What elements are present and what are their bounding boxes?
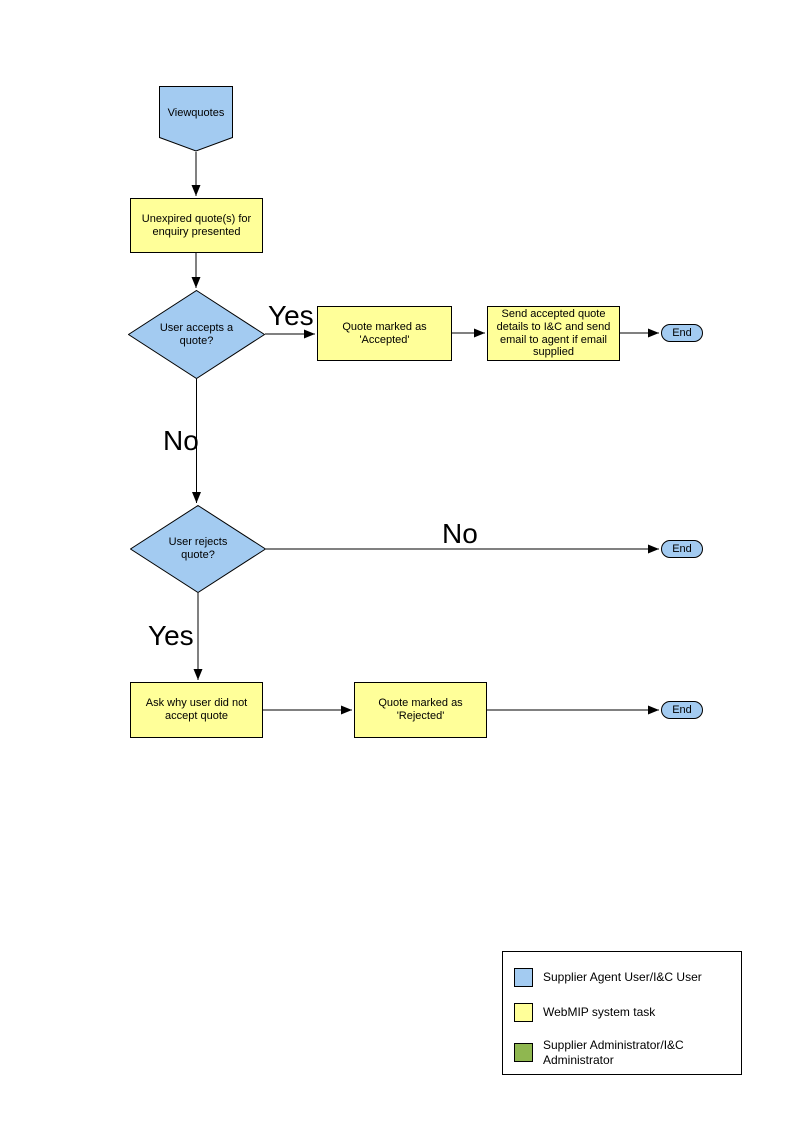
legend-item-webmip-task: WebMIP system task xyxy=(514,1003,725,1022)
decision-user-accepts: User accepts a quote? xyxy=(128,290,265,379)
end-terminator-1: End xyxy=(661,324,703,342)
end-terminator-2-label: End xyxy=(672,542,692,555)
decision-user-rejects-label: User rejects quote? xyxy=(168,536,228,561)
process-quote-rejected: Quote marked as 'Rejected' xyxy=(354,682,487,738)
legend-swatch-admin xyxy=(514,1043,533,1063)
edge-label-rejects-no: No xyxy=(442,518,478,549)
end-terminator-1-label: End xyxy=(672,326,692,339)
pentagon-shape xyxy=(159,86,233,152)
legend-swatch-task xyxy=(514,1003,533,1022)
process-quote-rejected-label: Quote marked as 'Rejected' xyxy=(378,697,463,722)
legend-item-supplier-agent: Supplier Agent User/I&C User xyxy=(514,968,725,987)
diamond-shape xyxy=(130,505,266,593)
edge-label-accepts-yes: Yes xyxy=(268,300,314,331)
process-send-details: Send accepted quote details to I&C and s… xyxy=(487,306,620,361)
legend-label-supplier-agent: Supplier Agent User/I&C User xyxy=(543,970,702,985)
process-send-details-label: Send accepted quote details to I&C and s… xyxy=(496,308,611,359)
end-terminator-2: End xyxy=(661,540,703,558)
diamond-shape xyxy=(128,290,265,379)
decision-user-accepts-label: User accepts a quote? xyxy=(159,321,234,347)
start-node-viewquotes: Viewquotes xyxy=(159,86,233,152)
process-quote-accepted-label: Quote marked as 'Accepted' xyxy=(342,320,427,346)
process-quote-accepted: Quote marked as 'Accepted' xyxy=(317,306,452,361)
legend-swatch-actor xyxy=(514,968,533,987)
legend: Supplier Agent User/I&C User WebMIP syst… xyxy=(502,951,742,1075)
start-node-label: Viewquotes xyxy=(167,106,225,119)
legend-item-supplier-admin: Supplier Administrator/I&C Administrator xyxy=(514,1038,725,1067)
end-terminator-3-label: End xyxy=(672,703,692,716)
process-ask-why: Ask why user did not accept quote xyxy=(130,682,263,738)
edge-label-accepts-no: No xyxy=(163,425,199,456)
edge-label-rejects-yes: Yes xyxy=(148,620,194,651)
process-ask-why-label: Ask why user did not accept quote xyxy=(145,697,248,722)
end-terminator-3: End xyxy=(661,701,703,719)
process-unexpired-quotes: Unexpired quote(s) for enquiry presented xyxy=(130,198,263,253)
decision-user-rejects: User rejects quote? xyxy=(130,505,266,593)
legend-label-webmip-task: WebMIP system task xyxy=(543,1005,656,1020)
process-unexpired-quotes-label: Unexpired quote(s) for enquiry presented xyxy=(141,212,252,238)
legend-label-supplier-admin: Supplier Administrator/I&C Administrator xyxy=(543,1038,684,1067)
